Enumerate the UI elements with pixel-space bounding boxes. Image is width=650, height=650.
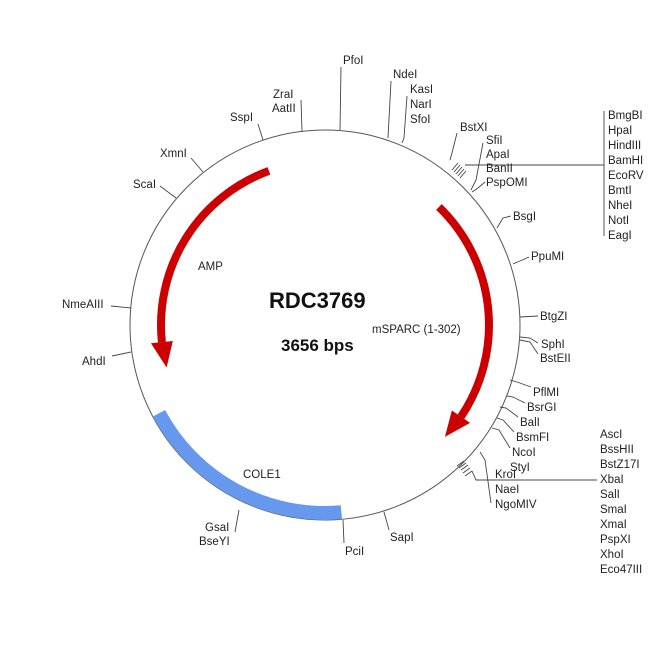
- site-tick: [387, 80, 392, 139]
- site-cluster-ticks: [451, 162, 467, 179]
- site-smai[interactable]: SmaI: [600, 504, 627, 516]
- site-tick: [342, 519, 345, 544]
- site-ahdi[interactable]: AhdI: [82, 356, 106, 368]
- mcs2-site-list: AscI BssHII BstZ17I XbaI SalI SmaI XmaI PspXI Xh…: [600, 429, 642, 576]
- msparc-arrow-arc[interactable]: [436, 204, 493, 419]
- site-bseyi[interactable]: BseYI: [199, 536, 230, 548]
- site-xbai[interactable]: XbaI: [600, 474, 624, 486]
- plasmid-size: 3656 bps: [281, 336, 354, 355]
- site-kroi[interactable]: KroI: [495, 469, 516, 481]
- site-sspi[interactable]: SspI: [230, 112, 253, 124]
- site-pfoi[interactable]: PfoI: [343, 55, 363, 67]
- site-bsgi[interactable]: BsgI: [513, 211, 536, 223]
- site-cluster-ticks: [456, 460, 473, 477]
- site-tick: [110, 305, 132, 309]
- feature-label-msparc[interactable]: mSPARC (1-302): [372, 324, 461, 336]
- site-nhei[interactable]: NheI: [608, 200, 632, 212]
- site-tick: [491, 427, 511, 449]
- site-tick: [471, 181, 486, 193]
- site-tick: [519, 336, 539, 344]
- site-sapi[interactable]: SapI: [390, 532, 414, 544]
- site-kasi[interactable]: KasI: [410, 84, 433, 96]
- plasmid-name: RDC3769: [269, 288, 366, 313]
- site-sfii[interactable]: SfiI: [486, 135, 503, 147]
- site-gsai[interactable]: GsaI: [205, 522, 229, 534]
- site-tick: [300, 99, 303, 132]
- site-xmai[interactable]: XmaI: [600, 519, 627, 531]
- site-apai[interactable]: ApaI: [486, 149, 510, 161]
- site-styi[interactable]: StyI: [510, 462, 530, 474]
- site-tick: [111, 351, 132, 357]
- site-asci[interactable]: AscI: [600, 429, 622, 441]
- site-aatii[interactable]: AatII: [272, 103, 296, 115]
- site-pcii[interactable]: PciI: [345, 546, 364, 558]
- site-bmgbi[interactable]: BmgBI: [608, 110, 643, 122]
- site-xmni[interactable]: XmnI: [160, 148, 187, 160]
- site-btgzi[interactable]: BtgZI: [540, 311, 567, 323]
- site-hpai[interactable]: HpaI: [608, 125, 632, 137]
- site-tick: [470, 142, 484, 191]
- site-eco47iii[interactable]: Eco47III: [600, 564, 642, 576]
- site-eagi[interactable]: EagI: [608, 230, 632, 242]
- site-tick: [506, 395, 526, 404]
- site-bsrgi[interactable]: BsrGI: [527, 402, 556, 414]
- site-tick: [383, 511, 390, 531]
- site-bmti[interactable]: BmtI: [608, 185, 632, 197]
- site-bali[interactable]: BalI: [520, 417, 540, 429]
- site-tick: [519, 339, 539, 355]
- site-tick: [512, 256, 530, 265]
- site-nari[interactable]: NarI: [410, 99, 432, 111]
- site-tick: [519, 315, 539, 318]
- msparc-arrowhead: [444, 410, 471, 437]
- site-pflmi[interactable]: PflMI: [533, 387, 559, 399]
- site-tick: [401, 95, 408, 144]
- site-ecorv[interactable]: EcoRV: [608, 170, 644, 182]
- site-tick: [257, 123, 264, 141]
- mcs2-leader: [471, 470, 597, 481]
- amp-arrow-arc[interactable]: [157, 167, 271, 343]
- site-tick: [190, 157, 204, 173]
- site-xhoi[interactable]: XhoI: [600, 549, 624, 561]
- site-ncoi[interactable]: NcoI: [512, 447, 536, 459]
- site-ndei[interactable]: NdeI: [393, 69, 417, 81]
- site-banii[interactable]: BanII: [486, 163, 513, 175]
- site-tick: [479, 451, 492, 504]
- site-bstz17i[interactable]: BstZ17I: [600, 459, 640, 471]
- site-tick: [496, 215, 512, 229]
- site-sali[interactable]: SalI: [600, 489, 620, 501]
- site-scai[interactable]: ScaI: [133, 179, 156, 191]
- site-bsmfi[interactable]: BsmFI: [516, 432, 549, 444]
- site-ppumi[interactable]: PpuMI: [531, 251, 564, 263]
- site-tick: [509, 379, 532, 388]
- site-naei[interactable]: NaeI: [495, 484, 519, 496]
- site-sphi[interactable]: SphI: [541, 339, 565, 351]
- site-hindiii[interactable]: HindIII: [608, 140, 641, 152]
- site-nmeaiii[interactable]: NmeAIII: [62, 299, 104, 311]
- site-tick: [159, 185, 177, 199]
- site-noti[interactable]: NotI: [608, 215, 629, 227]
- feature-label-cole1[interactable]: COLE1: [243, 469, 281, 481]
- mcs1-site-list: BmgBI HpaI HindIII BamHI EcoRV BmtI NheI NotI Ea…: [608, 110, 644, 242]
- site-ngomiv[interactable]: NgoMIV: [495, 499, 537, 511]
- site-bamhi[interactable]: BamHI: [608, 155, 643, 167]
- site-pspomi[interactable]: PspOMI: [486, 177, 528, 189]
- site-tick: [499, 406, 519, 418]
- site-tick: [234, 509, 240, 533]
- site-tick: [496, 417, 515, 433]
- amp-arrowhead: [150, 340, 173, 368]
- cole1-origin-arc[interactable]: [152, 409, 342, 520]
- site-bstxi[interactable]: BstXI: [460, 122, 487, 134]
- site-tick: [339, 66, 342, 131]
- site-bsshii[interactable]: BssHII: [600, 444, 634, 456]
- feature-label-amp[interactable]: AMP: [198, 261, 223, 273]
- site-pspxi[interactable]: PspXI: [600, 534, 631, 546]
- site-bsteii[interactable]: BstEII: [540, 353, 571, 365]
- site-tick: [449, 132, 458, 161]
- site-sfoi[interactable]: SfoI: [410, 114, 430, 126]
- site-zrai[interactable]: ZraI: [273, 89, 293, 101]
